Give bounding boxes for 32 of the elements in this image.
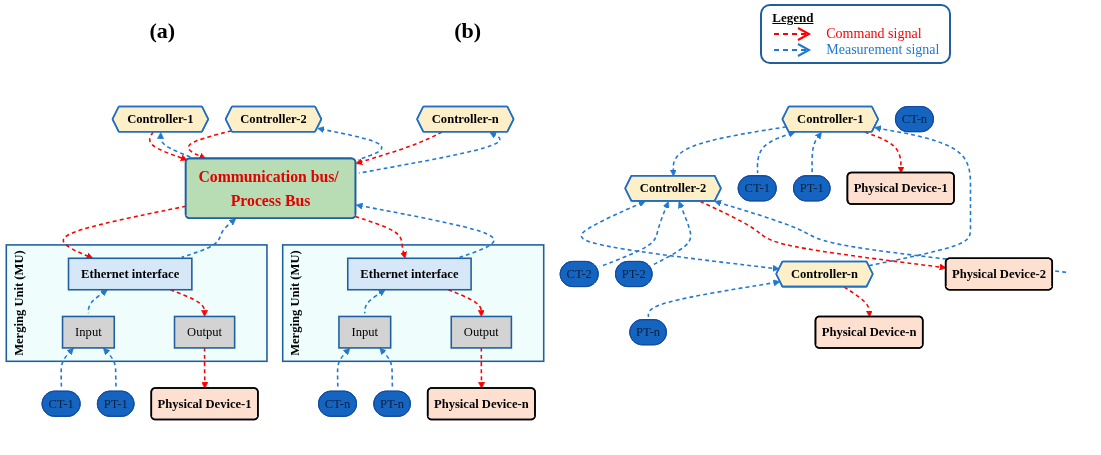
arrow — [364, 289, 386, 315]
arrow — [355, 202, 495, 259]
arrow — [864, 131, 905, 174]
node-box: Input — [61, 315, 116, 349]
arrow — [580, 200, 780, 272]
arrow — [647, 279, 781, 318]
arrow — [354, 215, 407, 259]
arrow — [811, 132, 822, 174]
panel-label: (b) — [454, 18, 482, 44]
arrow — [148, 131, 188, 162]
node-box: Output — [173, 315, 236, 349]
arrow — [651, 201, 692, 266]
node-box: Input — [338, 315, 392, 349]
arrow — [157, 132, 193, 159]
node-box: Output — [450, 315, 513, 349]
arrow — [358, 131, 501, 174]
arrow — [201, 347, 209, 389]
arrow — [317, 126, 383, 161]
legend-heading: Legend — [772, 10, 814, 25]
arrow — [669, 126, 788, 177]
panel-label: (a) — [149, 18, 176, 44]
node-box: Ethernet interface — [346, 257, 472, 291]
arrow — [478, 347, 485, 389]
legend-text: Measurement signal — [826, 42, 940, 58]
node-box: Ethernet interface — [67, 257, 193, 291]
arrow — [756, 130, 796, 174]
arrow — [187, 129, 233, 160]
arrow — [843, 286, 873, 318]
arrow — [180, 218, 237, 259]
legend-text: Command signal — [826, 26, 922, 42]
arrow — [355, 131, 443, 165]
arrow — [868, 125, 972, 267]
